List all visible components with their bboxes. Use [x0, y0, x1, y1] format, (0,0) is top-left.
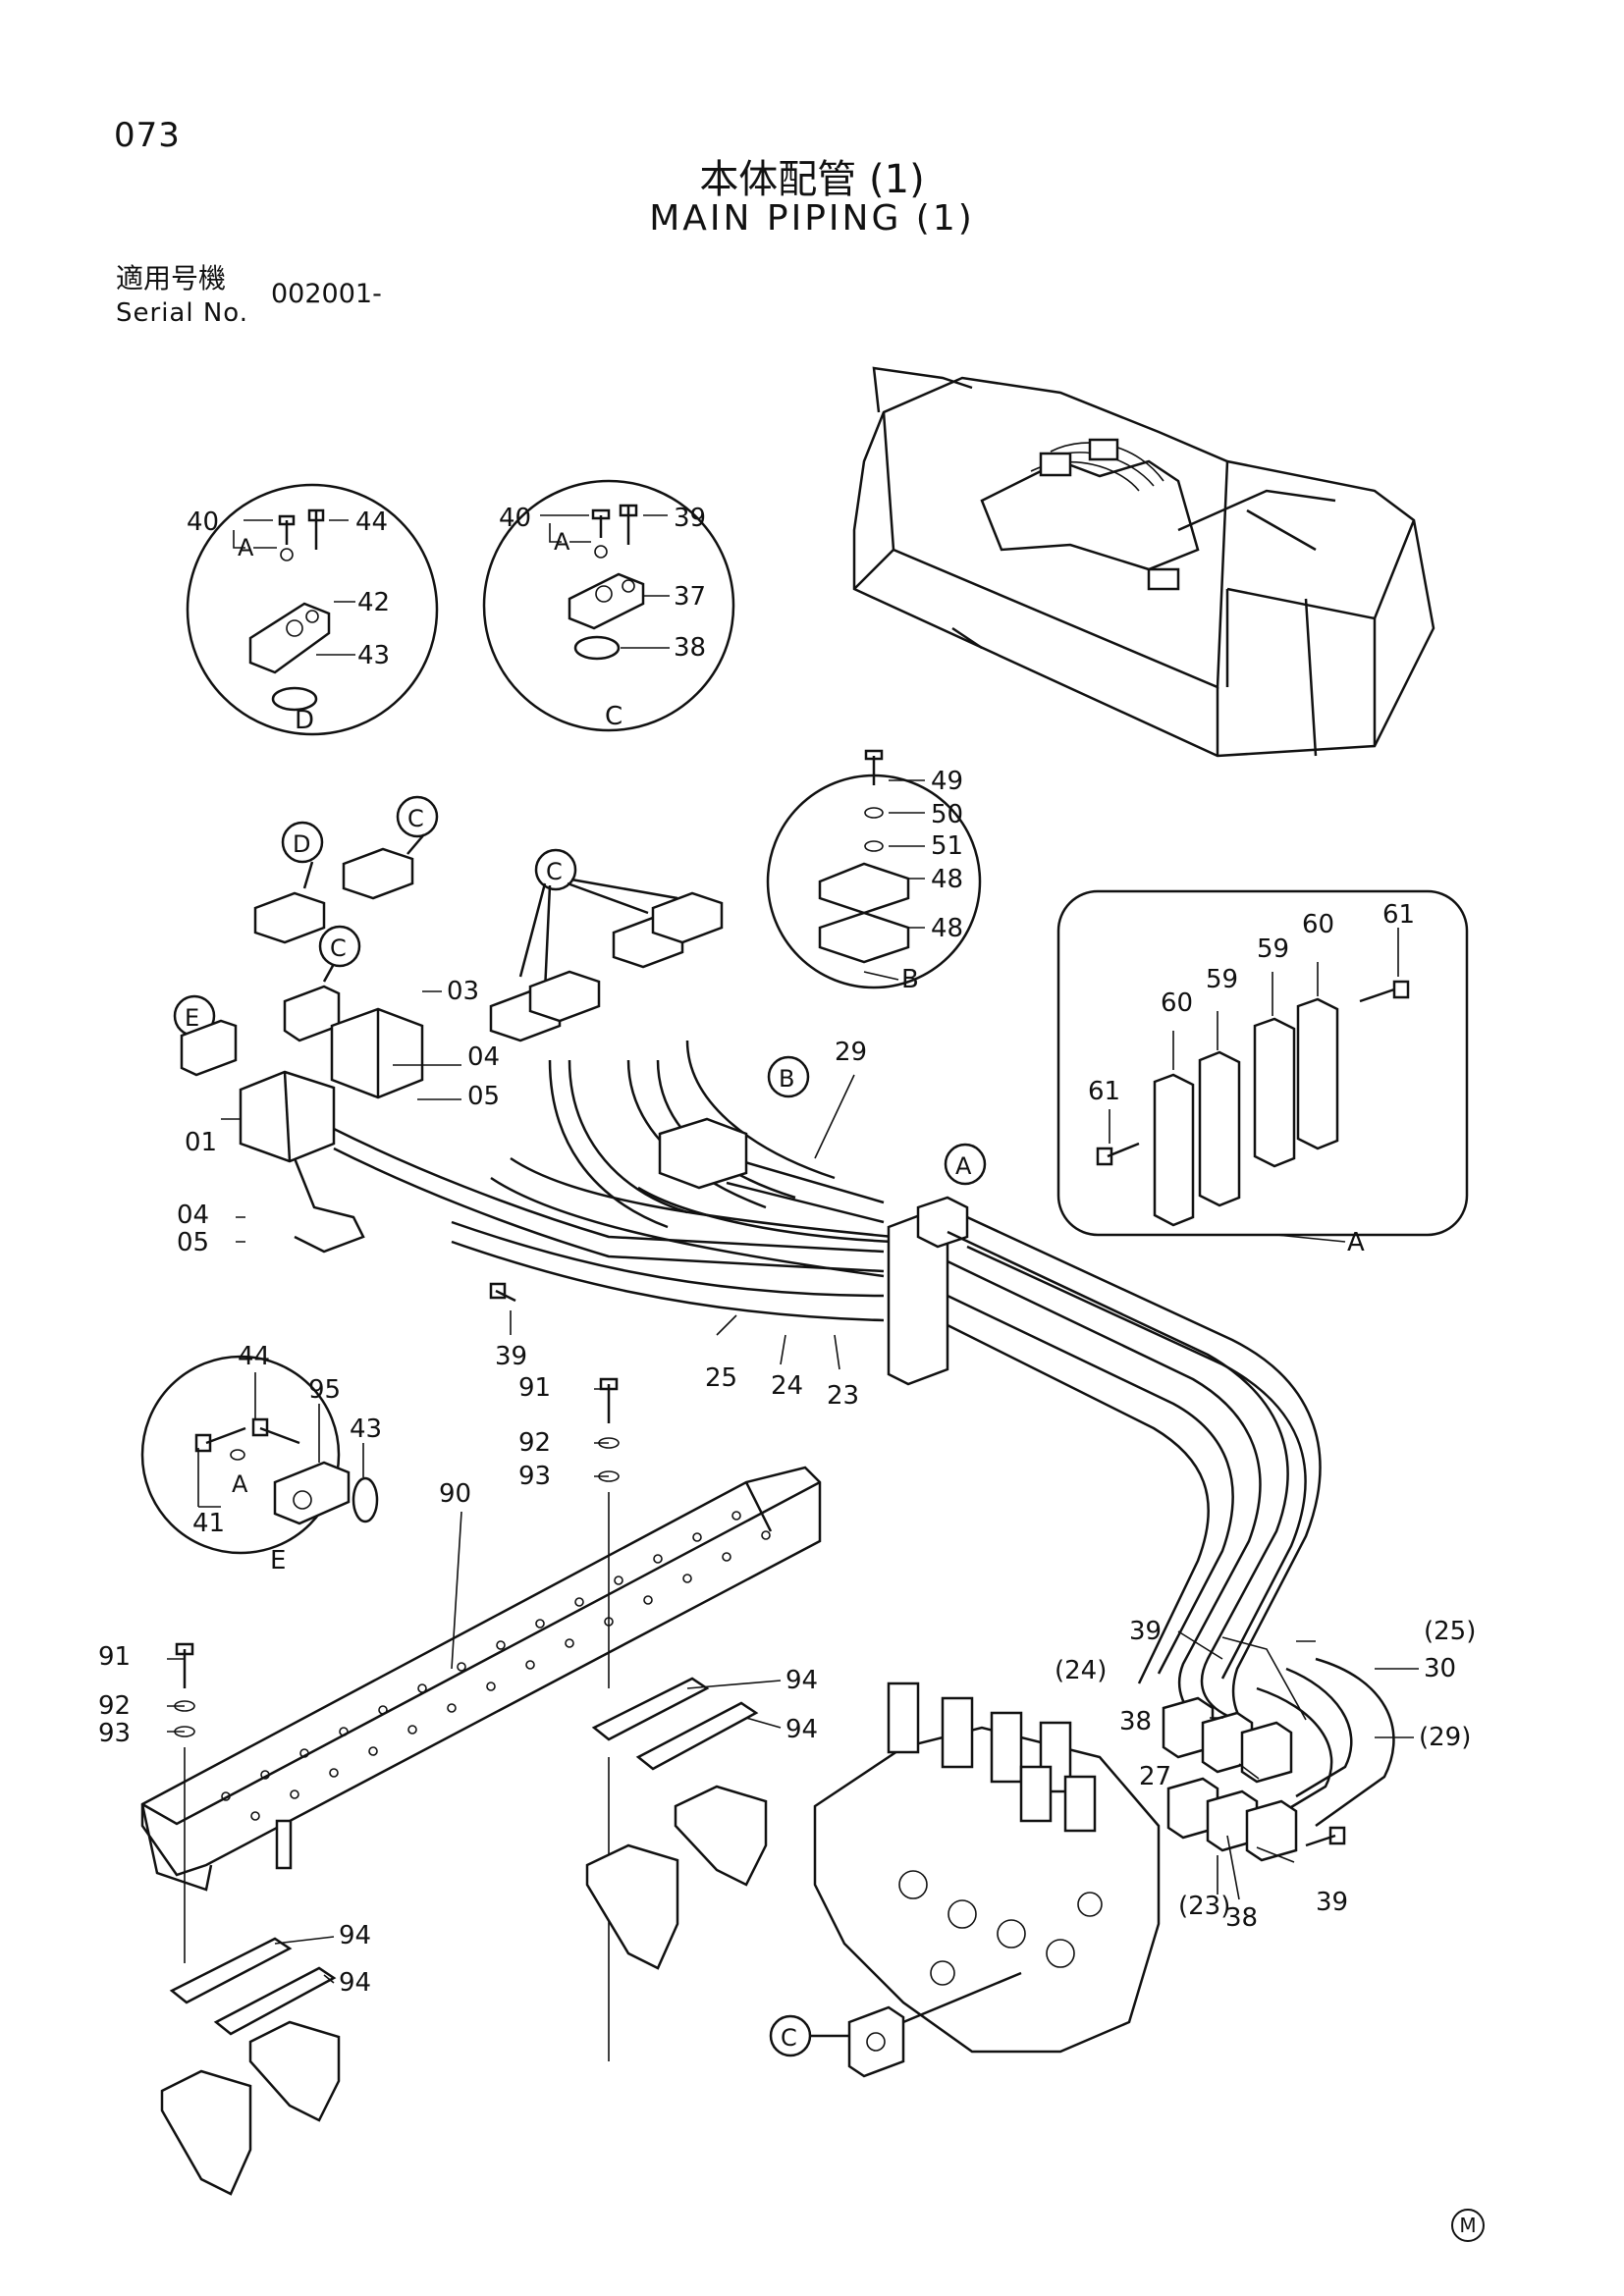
callout-38: 38 — [674, 633, 706, 663]
page-title: MAIN PIPING (1) — [649, 198, 975, 239]
callout-94: 94 — [785, 1715, 818, 1744]
callout-01: 01 — [185, 1128, 217, 1157]
callout-39: 39 — [495, 1342, 527, 1371]
callout-29-ref: (29) — [1419, 1723, 1471, 1752]
svg-text:C: C — [407, 805, 424, 832]
callout-95: 95 — [308, 1375, 341, 1405]
svg-text:D: D — [293, 830, 310, 858]
callout-24-ref: (24) — [1055, 1656, 1107, 1685]
callout-93: 93 — [518, 1462, 551, 1491]
callout-51: 51 — [931, 831, 963, 861]
machine-overview — [852, 366, 1435, 758]
serial-number-value: 002001- — [271, 279, 382, 309]
callout-94: 94 — [339, 1921, 371, 1950]
callout-30: 30 — [1424, 1654, 1456, 1683]
callout-a: A — [554, 528, 570, 556]
reference-circle-a: A — [944, 1143, 987, 1186]
callout-42: 42 — [357, 588, 390, 617]
callout-48: 48 — [931, 914, 963, 943]
reference-circle-c: C — [769, 2014, 812, 2057]
callout-37: 37 — [674, 582, 706, 612]
detail-label-b: B — [901, 965, 919, 994]
page-title-japanese: 本体配管 (1) — [699, 157, 925, 202]
page-number: 073 — [114, 116, 181, 155]
svg-text:B: B — [779, 1065, 794, 1093]
detail-view-b: 49 50 51 48 48 B — [766, 749, 982, 994]
callout-44: 44 — [355, 507, 388, 537]
callout-61: 61 — [1088, 1077, 1120, 1106]
callout-43: 43 — [350, 1415, 382, 1444]
callout-27: 27 — [1139, 1762, 1171, 1791]
callout-94: 94 — [339, 1968, 371, 1998]
callout-04: 04 — [177, 1201, 209, 1230]
callout-40: 40 — [499, 504, 531, 533]
callout-05: 05 — [177, 1228, 209, 1257]
callout-39: 39 — [674, 504, 706, 533]
callout-a: A — [238, 534, 254, 561]
callout-44: 44 — [238, 1342, 270, 1371]
callout-90: 90 — [439, 1479, 471, 1509]
callout-41: 41 — [192, 1509, 225, 1538]
serial-label: Serial No. — [116, 298, 248, 328]
callout-92: 92 — [518, 1428, 551, 1458]
callout-59: 59 — [1206, 965, 1238, 994]
detail-view-d: 40 A 44 42 43 D — [186, 483, 439, 736]
callout-39: 39 — [1316, 1888, 1348, 1917]
serial-label-japanese: 適用号機 — [116, 262, 227, 294]
callout-a: A — [232, 1470, 248, 1498]
detail-view-c: 40 A 39 37 38 C — [482, 479, 735, 732]
callout-23: 23 — [827, 1381, 859, 1411]
reference-circle-c: C — [396, 795, 439, 838]
callout-29: 29 — [835, 1038, 867, 1067]
detail-label-d: D — [295, 706, 314, 735]
callout-60: 60 — [1161, 988, 1193, 1018]
callout-39: 39 — [1129, 1617, 1162, 1646]
detail-view-e: 44 95 43 A 41 E — [140, 1342, 382, 1575]
svg-text:C: C — [781, 2024, 797, 2052]
callout-49: 49 — [931, 767, 963, 796]
callout-40: 40 — [187, 507, 219, 537]
detail-label-c: C — [605, 702, 623, 731]
callout-24: 24 — [771, 1371, 803, 1401]
main-assembly: D C C C E B A C — [140, 795, 1419, 2196]
callout-25-ref: (25) — [1424, 1617, 1476, 1646]
callout-03: 03 — [447, 977, 479, 1006]
callout-92: 92 — [98, 1691, 131, 1721]
reference-circle-b: B — [767, 1055, 810, 1098]
reference-circle-c: C — [534, 848, 577, 891]
callout-60: 60 — [1302, 910, 1334, 939]
callout-23-ref: (23) — [1178, 1892, 1230, 1921]
detail-view-a: 60 61 59 60 59 61 A — [1056, 889, 1469, 1257]
callout-94: 94 — [785, 1666, 818, 1695]
main-part-callouts: 03 04 05 01 04 05 39 29 25 24 23 91 92 9… — [98, 977, 1476, 1998]
callout-25: 25 — [705, 1363, 737, 1393]
callout-61: 61 — [1382, 900, 1415, 930]
callout-04: 04 — [467, 1042, 500, 1072]
detail-label-a: A — [1347, 1228, 1365, 1257]
callout-93: 93 — [98, 1719, 131, 1748]
callout-91: 91 — [98, 1642, 131, 1672]
reference-circle-d: D — [281, 821, 324, 864]
callout-43: 43 — [357, 641, 390, 670]
callout-91: 91 — [518, 1373, 551, 1403]
frame-hole-pattern — [221, 1511, 771, 1821]
callout-59: 59 — [1257, 934, 1289, 964]
reference-circle-c: C — [318, 925, 361, 968]
svg-text:C: C — [330, 934, 347, 962]
svg-text:A: A — [955, 1152, 972, 1180]
callout-38: 38 — [1119, 1707, 1152, 1736]
callout-05: 05 — [467, 1082, 500, 1111]
callout-48: 48 — [931, 865, 963, 894]
manufacturer-mark: M — [1451, 2209, 1485, 2242]
callout-38: 38 — [1225, 1903, 1258, 1933]
svg-text:E: E — [185, 1004, 199, 1032]
detail-label-e: E — [270, 1546, 286, 1575]
svg-text:C: C — [546, 858, 563, 885]
callout-50: 50 — [931, 800, 963, 829]
